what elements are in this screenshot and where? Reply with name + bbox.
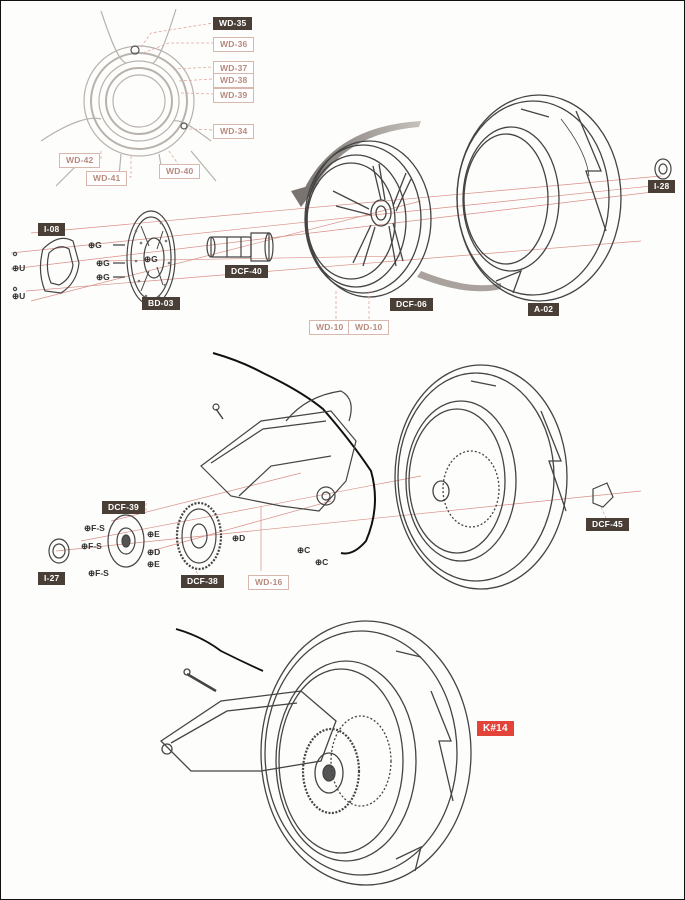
screw-marker-g: ⊕G: [96, 258, 110, 268]
rear-tire: [456, 94, 622, 302]
screw-marker-c: ⊕C: [297, 545, 311, 555]
wd10-leaders: [335, 291, 370, 321]
callout-wd-10-left: WD-10: [309, 320, 351, 335]
screw-marker-fs: ⊕F-S: [88, 568, 109, 578]
callout-wd-10-right: WD-10: [348, 320, 390, 335]
callout-wd-40: WD-40: [159, 164, 201, 179]
rear-caliper: [592, 482, 614, 508]
screw-marker-c: ⊕C: [315, 557, 329, 567]
callout-dcf-38: DCF-38: [181, 575, 224, 588]
axle-guide-lines: [10, 175, 662, 302]
screw-marker-g: ⊕G: [88, 240, 102, 250]
sprocket-carrier: [107, 514, 145, 568]
screw-marker-d: ⊕D: [232, 533, 246, 543]
screw-marker-fs: ⊕F-S: [81, 541, 102, 551]
screw-marker-u: ⊕U: [12, 263, 26, 273]
screw-marker-fs: ⊕F-S: [84, 523, 105, 533]
callout-a-02: A-02: [528, 303, 560, 316]
screw-marker-g: ⊕G: [96, 272, 110, 282]
axle-spacer: [206, 232, 274, 262]
final-assembly: [159, 620, 472, 886]
callout-bd-03: BD-03: [142, 297, 180, 310]
caliper-bracket: [12, 237, 80, 294]
callout-dcf-45: DCF-45: [586, 518, 629, 531]
callout-wd-35: WD-35: [213, 17, 253, 30]
rear-wheel-assembled: [394, 364, 568, 590]
screw-marker-u: ⊕U: [12, 291, 26, 301]
swingarm: [200, 390, 357, 512]
screw-marker-d: ⊕D: [147, 547, 161, 557]
callout-wd-38: WD-38: [213, 73, 255, 88]
callout-dcf-39: DCF-39: [102, 501, 145, 514]
wheel-rim: [304, 140, 432, 298]
callout-wd-41: WD-41: [86, 171, 128, 186]
callout-dcf-40: DCF-40: [225, 265, 268, 278]
screw-marker-e: ⊕E: [147, 559, 160, 569]
screw-marker-g: ⊕G: [144, 254, 158, 264]
step-badge: K#14: [477, 721, 514, 736]
callout-wd-39: WD-39: [213, 88, 255, 103]
callout-wd-36: WD-36: [213, 37, 255, 52]
callout-wd-34: WD-34: [213, 124, 255, 139]
screw-marker-e: ⊕E: [147, 529, 160, 539]
rear-sprocket: [175, 501, 223, 571]
axle-nut: [654, 158, 672, 180]
callout-i-28: I-28: [648, 180, 676, 193]
brake-hose: [212, 352, 376, 555]
hose-final: [175, 628, 264, 672]
callout-wd-16: WD-16: [248, 575, 290, 590]
callout-i-08: I-08: [38, 223, 66, 236]
callout-dcf-06: DCF-06: [390, 298, 433, 311]
bearing: [48, 538, 70, 564]
callout-wd-42: WD-42: [59, 153, 101, 168]
callout-i-27: I-27: [38, 572, 66, 585]
